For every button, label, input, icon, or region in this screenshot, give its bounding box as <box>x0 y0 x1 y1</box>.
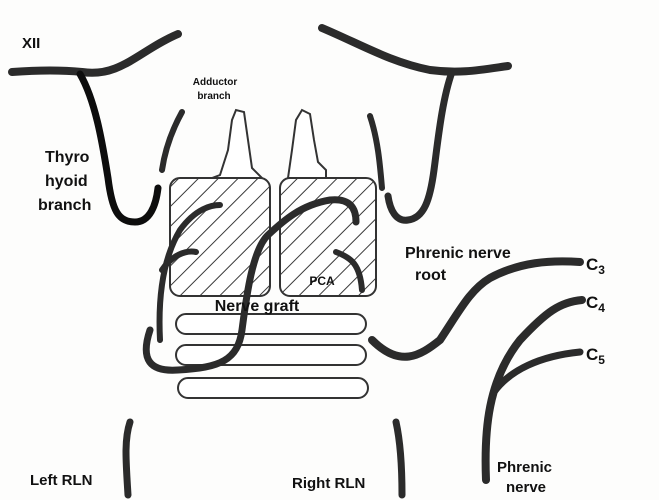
xii-label: XII <box>22 35 40 52</box>
phrenic-nerve <box>486 300 582 480</box>
pca-muscle-left <box>170 178 270 296</box>
adductor-branch-label: Adductor <box>193 77 238 88</box>
phrenic-root-label-1: Phrenic nerve <box>405 245 511 262</box>
tracheal-rings <box>176 314 368 398</box>
thyrohyoid-label-3: branch <box>38 197 91 214</box>
phrenic-root-label-2: root <box>415 267 447 284</box>
thyrohyoid-label-2: hyoid <box>45 173 88 190</box>
c4-label: C4 <box>586 293 605 315</box>
arytenoid-right <box>288 110 326 178</box>
c5-letter: C <box>586 345 598 364</box>
c5-subscript: 5 <box>598 353 605 367</box>
tracheal-ring <box>176 345 366 365</box>
c3-letter: C <box>586 255 598 274</box>
c3-label: C3 <box>586 255 605 277</box>
right-rln-label: Right RLN <box>292 475 365 492</box>
c5-label: C5 <box>586 345 605 367</box>
pca-label: PCA <box>309 274 335 288</box>
tracheal-ring <box>176 314 366 334</box>
phrenic-nerve-label-2: nerve <box>506 479 546 496</box>
adductor-branch-left-nerve <box>162 112 182 170</box>
c4-letter: C <box>586 293 598 312</box>
arytenoid-left <box>212 110 262 178</box>
xii-nerve-left <box>12 34 178 222</box>
nerve-graft-label: Nerve graft <box>215 298 300 315</box>
thyrohyoid-label-1: Thyro <box>45 149 90 166</box>
phrenic-nerve-label-1: Phrenic <box>497 459 552 476</box>
c4-subscript: 4 <box>598 301 605 315</box>
tracheal-ring <box>178 378 368 398</box>
left-rln-nerve <box>126 422 130 495</box>
left-rln-label: Left RLN <box>30 472 93 489</box>
adductor-branch-label-2: branch <box>197 91 230 102</box>
right-rln-nerve <box>396 422 402 495</box>
c3-subscript: 3 <box>598 263 605 277</box>
